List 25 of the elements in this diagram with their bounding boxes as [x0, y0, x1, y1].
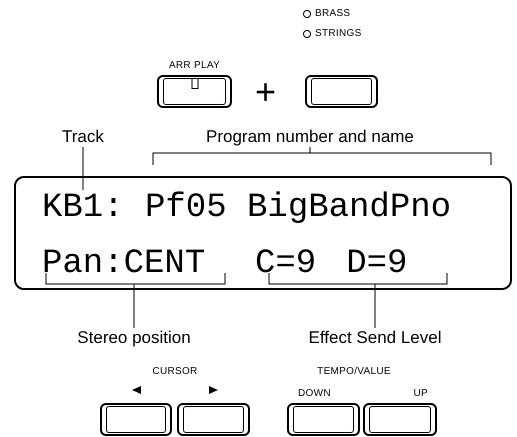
- leader-line: [152, 146, 492, 166]
- display-text: Pf05 BigBandPno: [145, 190, 452, 226]
- leader-line: [46, 272, 226, 328]
- key-button: [305, 75, 378, 108]
- panel-label: STRINGS: [315, 28, 362, 40]
- button-label: DOWN: [298, 388, 331, 400]
- display-text: D=9: [346, 246, 408, 282]
- leader-line: [82, 146, 84, 190]
- display-text: C=9: [255, 246, 316, 282]
- key-button: [177, 403, 250, 436]
- panel-label: CURSOR: [152, 366, 198, 378]
- callout-label: Stereo position: [77, 328, 191, 348]
- panel-label: BRASS: [315, 8, 350, 20]
- callout-label: Effect Send Level: [308, 328, 442, 348]
- callout-label: Track: [62, 127, 104, 147]
- display-text: Pan:CENT: [42, 246, 206, 282]
- lcd-display: [14, 176, 512, 290]
- panel-label: TEMPO/VALUE: [317, 366, 391, 378]
- button-label: UP: [414, 388, 428, 400]
- callout-label: Program number and name: [206, 127, 414, 147]
- display-text: KB1:: [42, 190, 124, 226]
- key-button: [100, 403, 172, 436]
- button-label: ARR PLAY: [168, 60, 220, 72]
- plus-sign: +: [255, 72, 276, 112]
- leader-line: [268, 272, 448, 328]
